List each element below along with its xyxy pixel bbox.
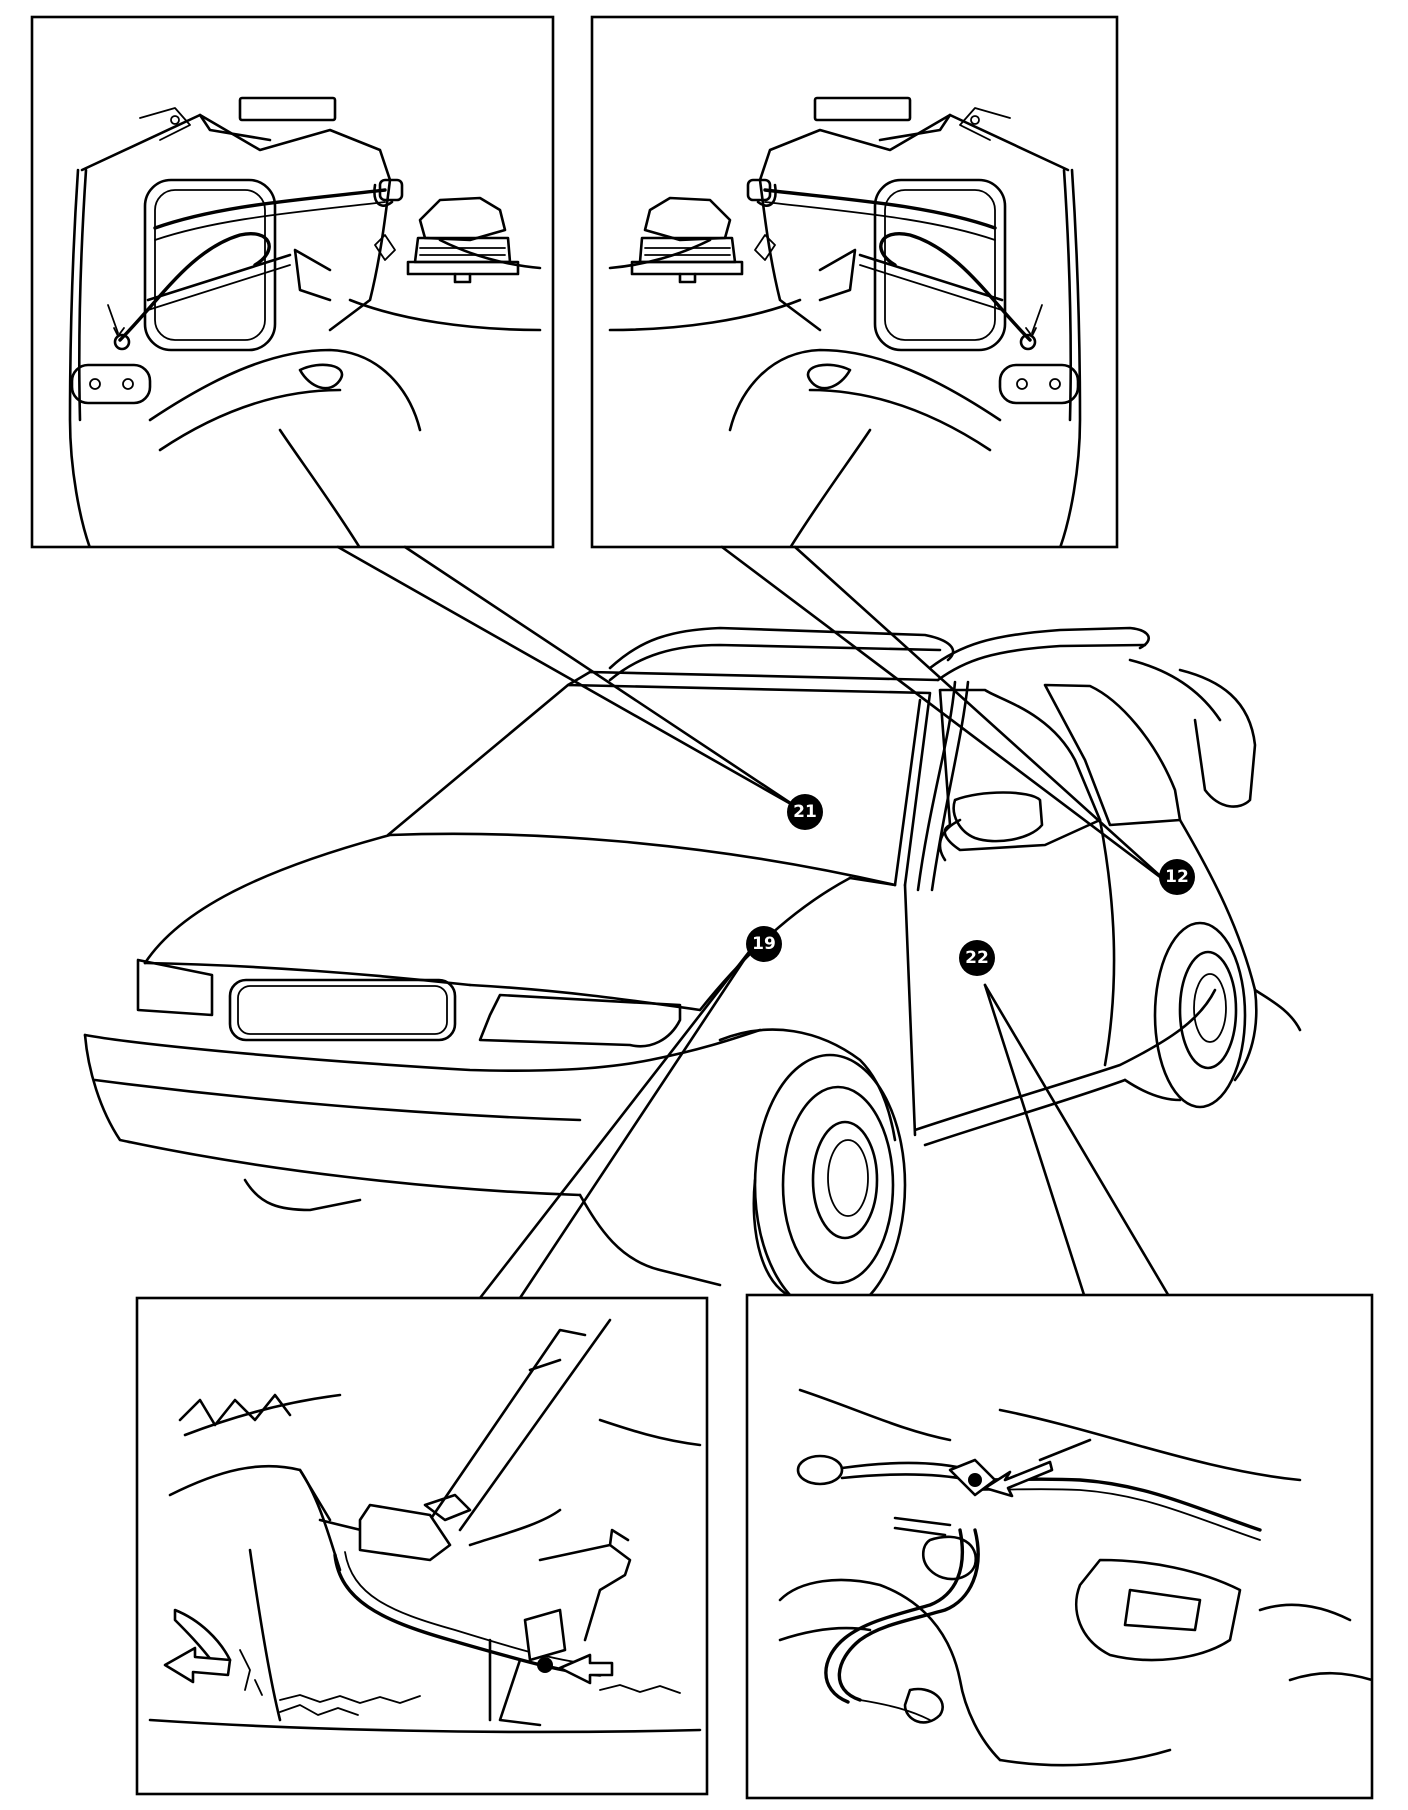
inset-floor-harness-routing xyxy=(745,1293,1374,1800)
callout-22[interactable]: 22 xyxy=(959,940,995,976)
leader-lines xyxy=(336,545,1172,1300)
svg-text:12: 12 xyxy=(1165,867,1189,887)
svg-text:21: 21 xyxy=(793,802,817,822)
inset-front-floor-connector xyxy=(135,1296,709,1796)
vehicle-illustration xyxy=(83,626,1302,1317)
callout-19[interactable]: 19 xyxy=(746,926,782,962)
callout-12[interactable]: 12 xyxy=(1159,859,1195,895)
callout-21[interactable]: 21 xyxy=(787,794,823,830)
inset-right-strut-tower xyxy=(590,15,1119,549)
callout-badges: 21 12 22 19 xyxy=(746,794,1195,976)
svg-text:19: 19 xyxy=(752,934,776,954)
svg-text:22: 22 xyxy=(965,948,989,968)
inset-left-strut-tower xyxy=(30,15,555,549)
